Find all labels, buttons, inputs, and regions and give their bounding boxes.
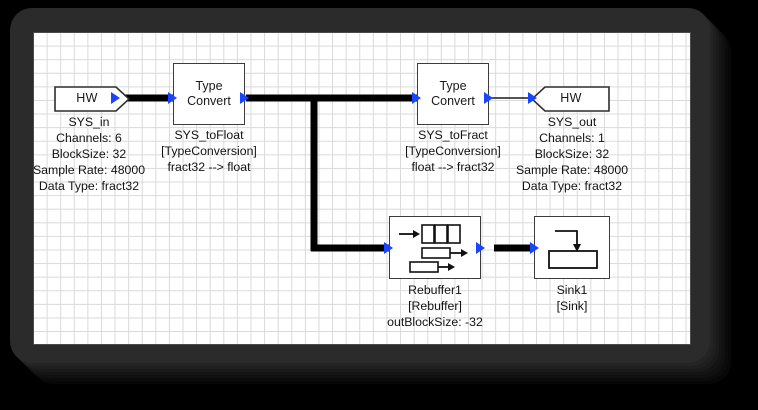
- port-sys-tofract-out[interactable]: [484, 92, 493, 104]
- port-sys-in-out[interactable]: [111, 92, 120, 104]
- caption-sys-in: SYS_in Channels: 6 BlockSize: 32 Sample …: [33, 115, 146, 193]
- caption-sys-tofloat: SYS_toFloat [TypeConversion] fract32 -->…: [161, 128, 257, 174]
- block-sys-tofloat-label: Type Convert: [187, 79, 231, 108]
- diagram-canvas[interactable]: HW SYS_in Channels: 6 BlockSize: 32 Samp…: [33, 32, 691, 345]
- hw-source-shape: [54, 86, 131, 112]
- caption-sink1: Sink1 [Sink]: [556, 283, 588, 313]
- port-sys-tofract-in[interactable]: [412, 92, 421, 104]
- port-sink1-in[interactable]: [530, 242, 539, 254]
- block-sys-in[interactable]: HW: [54, 86, 131, 112]
- port-sys-tofloat-in[interactable]: [168, 92, 177, 104]
- port-sys-tofloat-out[interactable]: [240, 92, 249, 104]
- caption-sys-tofract: SYS_toFract [TypeConversion] float --> f…: [405, 128, 501, 174]
- caption-rebuffer1: Rebuffer1 [Rebuffer] outBlockSize: -32: [387, 283, 483, 329]
- block-sys-tofract-label: Type Convert: [431, 79, 475, 108]
- port-rebuffer1-in[interactable]: [384, 242, 393, 254]
- block-sys-out-label: HW: [560, 91, 582, 105]
- port-rebuffer1-out[interactable]: [476, 242, 485, 254]
- caption-sys-out: SYS_out Channels: 1 BlockSize: 32 Sample…: [515, 115, 629, 193]
- rebuffer-icon: [399, 223, 468, 273]
- sink-icon: [548, 229, 598, 269]
- block-sys-in-label: HW: [76, 91, 98, 105]
- block-sys-tofract[interactable]: Type Convert: [417, 63, 489, 125]
- block-sink1[interactable]: [534, 216, 610, 279]
- block-sys-out[interactable]: HW: [531, 86, 610, 112]
- block-sys-tofloat[interactable]: Type Convert: [173, 63, 245, 125]
- port-sys-out-in[interactable]: [528, 92, 537, 104]
- block-rebuffer1[interactable]: [389, 216, 481, 279]
